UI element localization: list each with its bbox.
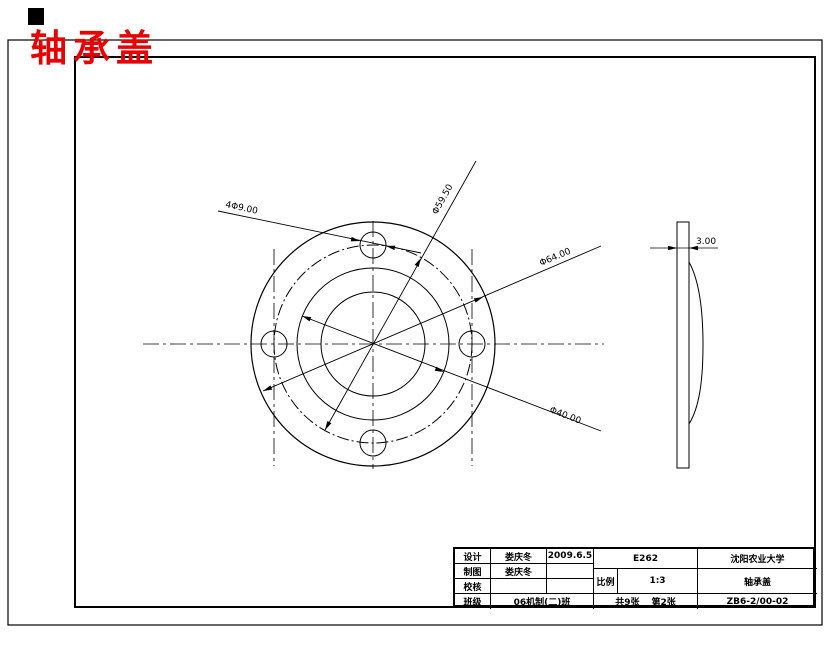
dim-leader-inner: [301, 315, 602, 432]
drafter-name: 娄庆冬: [491, 564, 547, 579]
arrowhead: [434, 366, 444, 372]
class-name: 06机制(二)班: [491, 594, 594, 609]
dim-leader-outer: [262, 245, 602, 392]
scale-value: 1:3: [618, 569, 698, 594]
arrowhead: [473, 297, 483, 303]
university-name: 沈阳农业大学: [698, 549, 817, 569]
designer-name: 娄庆冬: [491, 549, 547, 564]
draft-date: [547, 564, 594, 579]
corner-mark: [28, 8, 44, 25]
checker-name: [491, 579, 547, 594]
sheet-info: 共9张 第2张: [594, 594, 698, 609]
part-name: 轴承盖: [698, 569, 817, 594]
arrowhead: [325, 421, 332, 430]
dim-text-holes: 4Φ9.00: [224, 200, 258, 217]
arrowhead: [302, 316, 312, 322]
drawing-title: 轴承盖: [30, 26, 159, 70]
arrowhead: [689, 245, 698, 251]
side-view-outline: [676, 221, 690, 469]
drawing-number: ZB6-2/00-02: [726, 596, 789, 607]
arrowhead: [414, 258, 421, 267]
label-class: 班级: [455, 594, 491, 609]
scale-label: 比例: [594, 569, 618, 594]
sheet-total: 共9张: [615, 598, 640, 608]
inner-frame: [74, 56, 816, 608]
arrowhead: [263, 385, 273, 391]
design-date: 2009.6.5: [547, 549, 594, 564]
outer-border: [7, 39, 823, 626]
side-view-bulge: [688, 261, 704, 425]
dim-leader-bolt-circle: [324, 160, 477, 431]
label-design: 设计: [455, 549, 491, 564]
dim-text-inner: Φ40.00: [548, 405, 583, 426]
label-draft: 制图: [455, 564, 491, 579]
arrowhead: [668, 245, 677, 251]
sheet-number: 第2张: [651, 598, 676, 608]
dim-text-thickness: 3.00: [696, 237, 716, 247]
title-block: 设计 娄庆冬 2009.6.5 制图 娄庆冬 校核 班级 06机制(二)班 E2…: [453, 547, 817, 609]
label-check: 校核: [455, 579, 491, 594]
arrowhead: [386, 245, 396, 251]
arrowhead: [350, 236, 360, 242]
course-code: E262: [594, 549, 698, 569]
check-date: [547, 579, 594, 594]
dim-text-bolt-circle: Φ59.50: [431, 183, 456, 217]
